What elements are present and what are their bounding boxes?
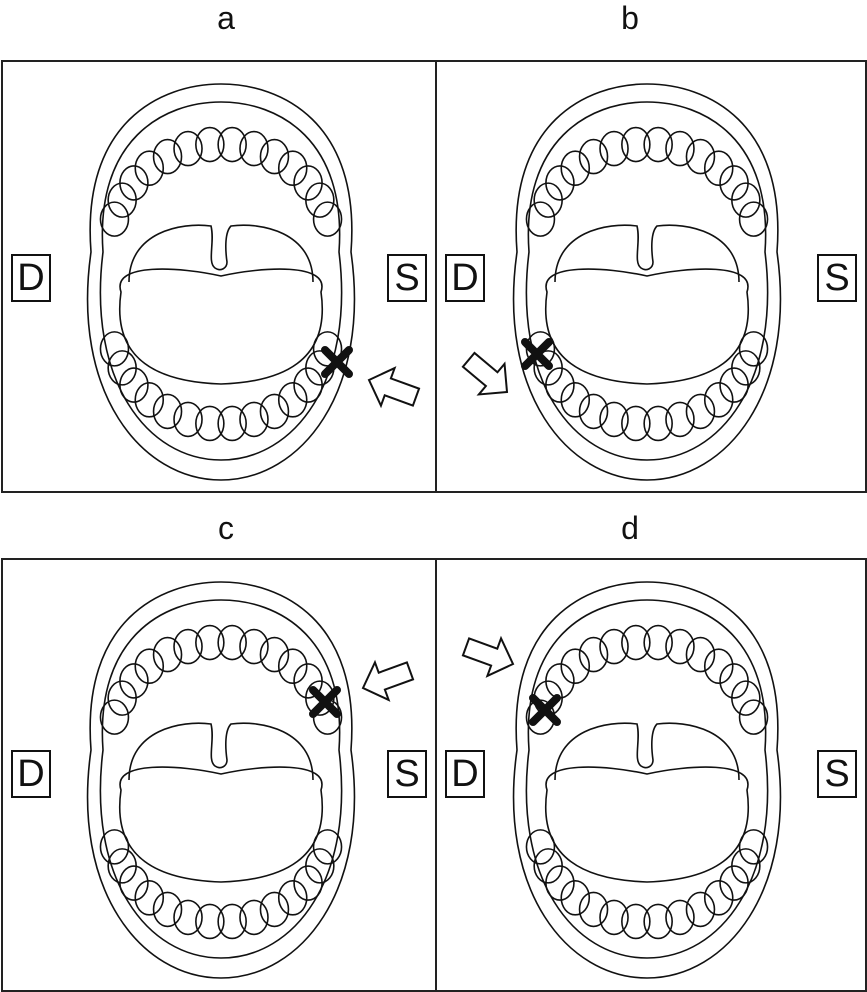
tooth [260, 638, 288, 672]
arrow-icon [356, 652, 417, 707]
tooth [260, 140, 288, 174]
tooth [686, 394, 714, 428]
tongue [120, 767, 323, 882]
tooth [686, 140, 714, 174]
tooth [279, 881, 307, 915]
tooth [561, 881, 589, 915]
mouth-diagram-c [3, 560, 435, 990]
tooth [154, 638, 182, 672]
panel-b: D S [435, 60, 867, 493]
tooth [526, 830, 554, 864]
tooth [740, 332, 768, 366]
palate [555, 225, 739, 282]
tooth [526, 202, 554, 236]
tooth [580, 394, 608, 428]
panel-c: D S [1, 558, 437, 992]
mouth-diagram-a [3, 62, 435, 491]
tooth [240, 630, 268, 664]
tooth [260, 892, 288, 926]
tooth [740, 202, 768, 236]
tooth [279, 383, 307, 417]
arrow-icon [459, 628, 520, 683]
tooth [135, 649, 163, 683]
tongue [546, 269, 749, 384]
tooth [196, 626, 224, 660]
arrow-icon [456, 345, 520, 408]
panel-b-caption: b [600, 0, 660, 37]
tooth [135, 151, 163, 185]
tooth [580, 140, 608, 174]
tooth [705, 383, 733, 417]
tooth [622, 406, 650, 440]
tooth [100, 700, 128, 734]
panel-d-caption: d [600, 510, 660, 547]
tooth [666, 132, 694, 166]
tooth [561, 151, 589, 185]
x-mark-icon [325, 350, 349, 374]
palate [555, 723, 739, 780]
tooth [196, 406, 224, 440]
label-d-d: D [445, 750, 485, 798]
mouth-diagram-b [437, 62, 865, 491]
tooth [666, 630, 694, 664]
tooth [100, 202, 128, 236]
tooth [196, 904, 224, 938]
tooth [686, 892, 714, 926]
label-s-d: S [817, 750, 857, 798]
panel-c-caption: c [196, 510, 256, 547]
tooth [705, 881, 733, 915]
label-d-a: D [11, 254, 51, 302]
tooth [240, 402, 268, 436]
tooth [740, 830, 768, 864]
tooth [686, 638, 714, 672]
tooth [260, 394, 288, 428]
tooth [561, 383, 589, 417]
tooth [196, 128, 224, 162]
tooth [666, 900, 694, 934]
outer-lip [88, 84, 355, 480]
tooth [240, 900, 268, 934]
tooth [154, 892, 182, 926]
tooth [705, 649, 733, 683]
tooth [279, 151, 307, 185]
tooth [561, 649, 589, 683]
tongue [546, 767, 749, 882]
tooth [279, 649, 307, 683]
label-s-c: S [387, 750, 427, 798]
tooth [314, 830, 342, 864]
tooth [100, 332, 128, 366]
label-d-b: D [445, 254, 485, 302]
label-d-c: D [11, 750, 51, 798]
outer-lip [88, 582, 355, 978]
panel-a: D S [1, 60, 437, 493]
panel-a-caption: a [196, 0, 256, 37]
tooth [240, 132, 268, 166]
label-s-a: S [387, 254, 427, 302]
arrow-icon [362, 361, 423, 416]
tooth [154, 140, 182, 174]
label-s-b: S [817, 254, 857, 302]
tooth [135, 383, 163, 417]
mouth-diagram-d [437, 560, 865, 990]
tooth [580, 892, 608, 926]
x-mark-icon [525, 342, 549, 366]
tooth [740, 700, 768, 734]
tongue [120, 269, 323, 384]
tooth [705, 151, 733, 185]
palate [129, 225, 313, 282]
outer-lip [514, 582, 781, 978]
tooth [100, 830, 128, 864]
tooth [666, 402, 694, 436]
tooth [314, 202, 342, 236]
tooth [622, 904, 650, 938]
panel-d: D S [435, 558, 867, 992]
palate [129, 723, 313, 780]
tooth [622, 128, 650, 162]
outer-lip [514, 84, 781, 480]
tooth [580, 638, 608, 672]
tooth [135, 881, 163, 915]
tooth [622, 626, 650, 660]
tooth [154, 394, 182, 428]
